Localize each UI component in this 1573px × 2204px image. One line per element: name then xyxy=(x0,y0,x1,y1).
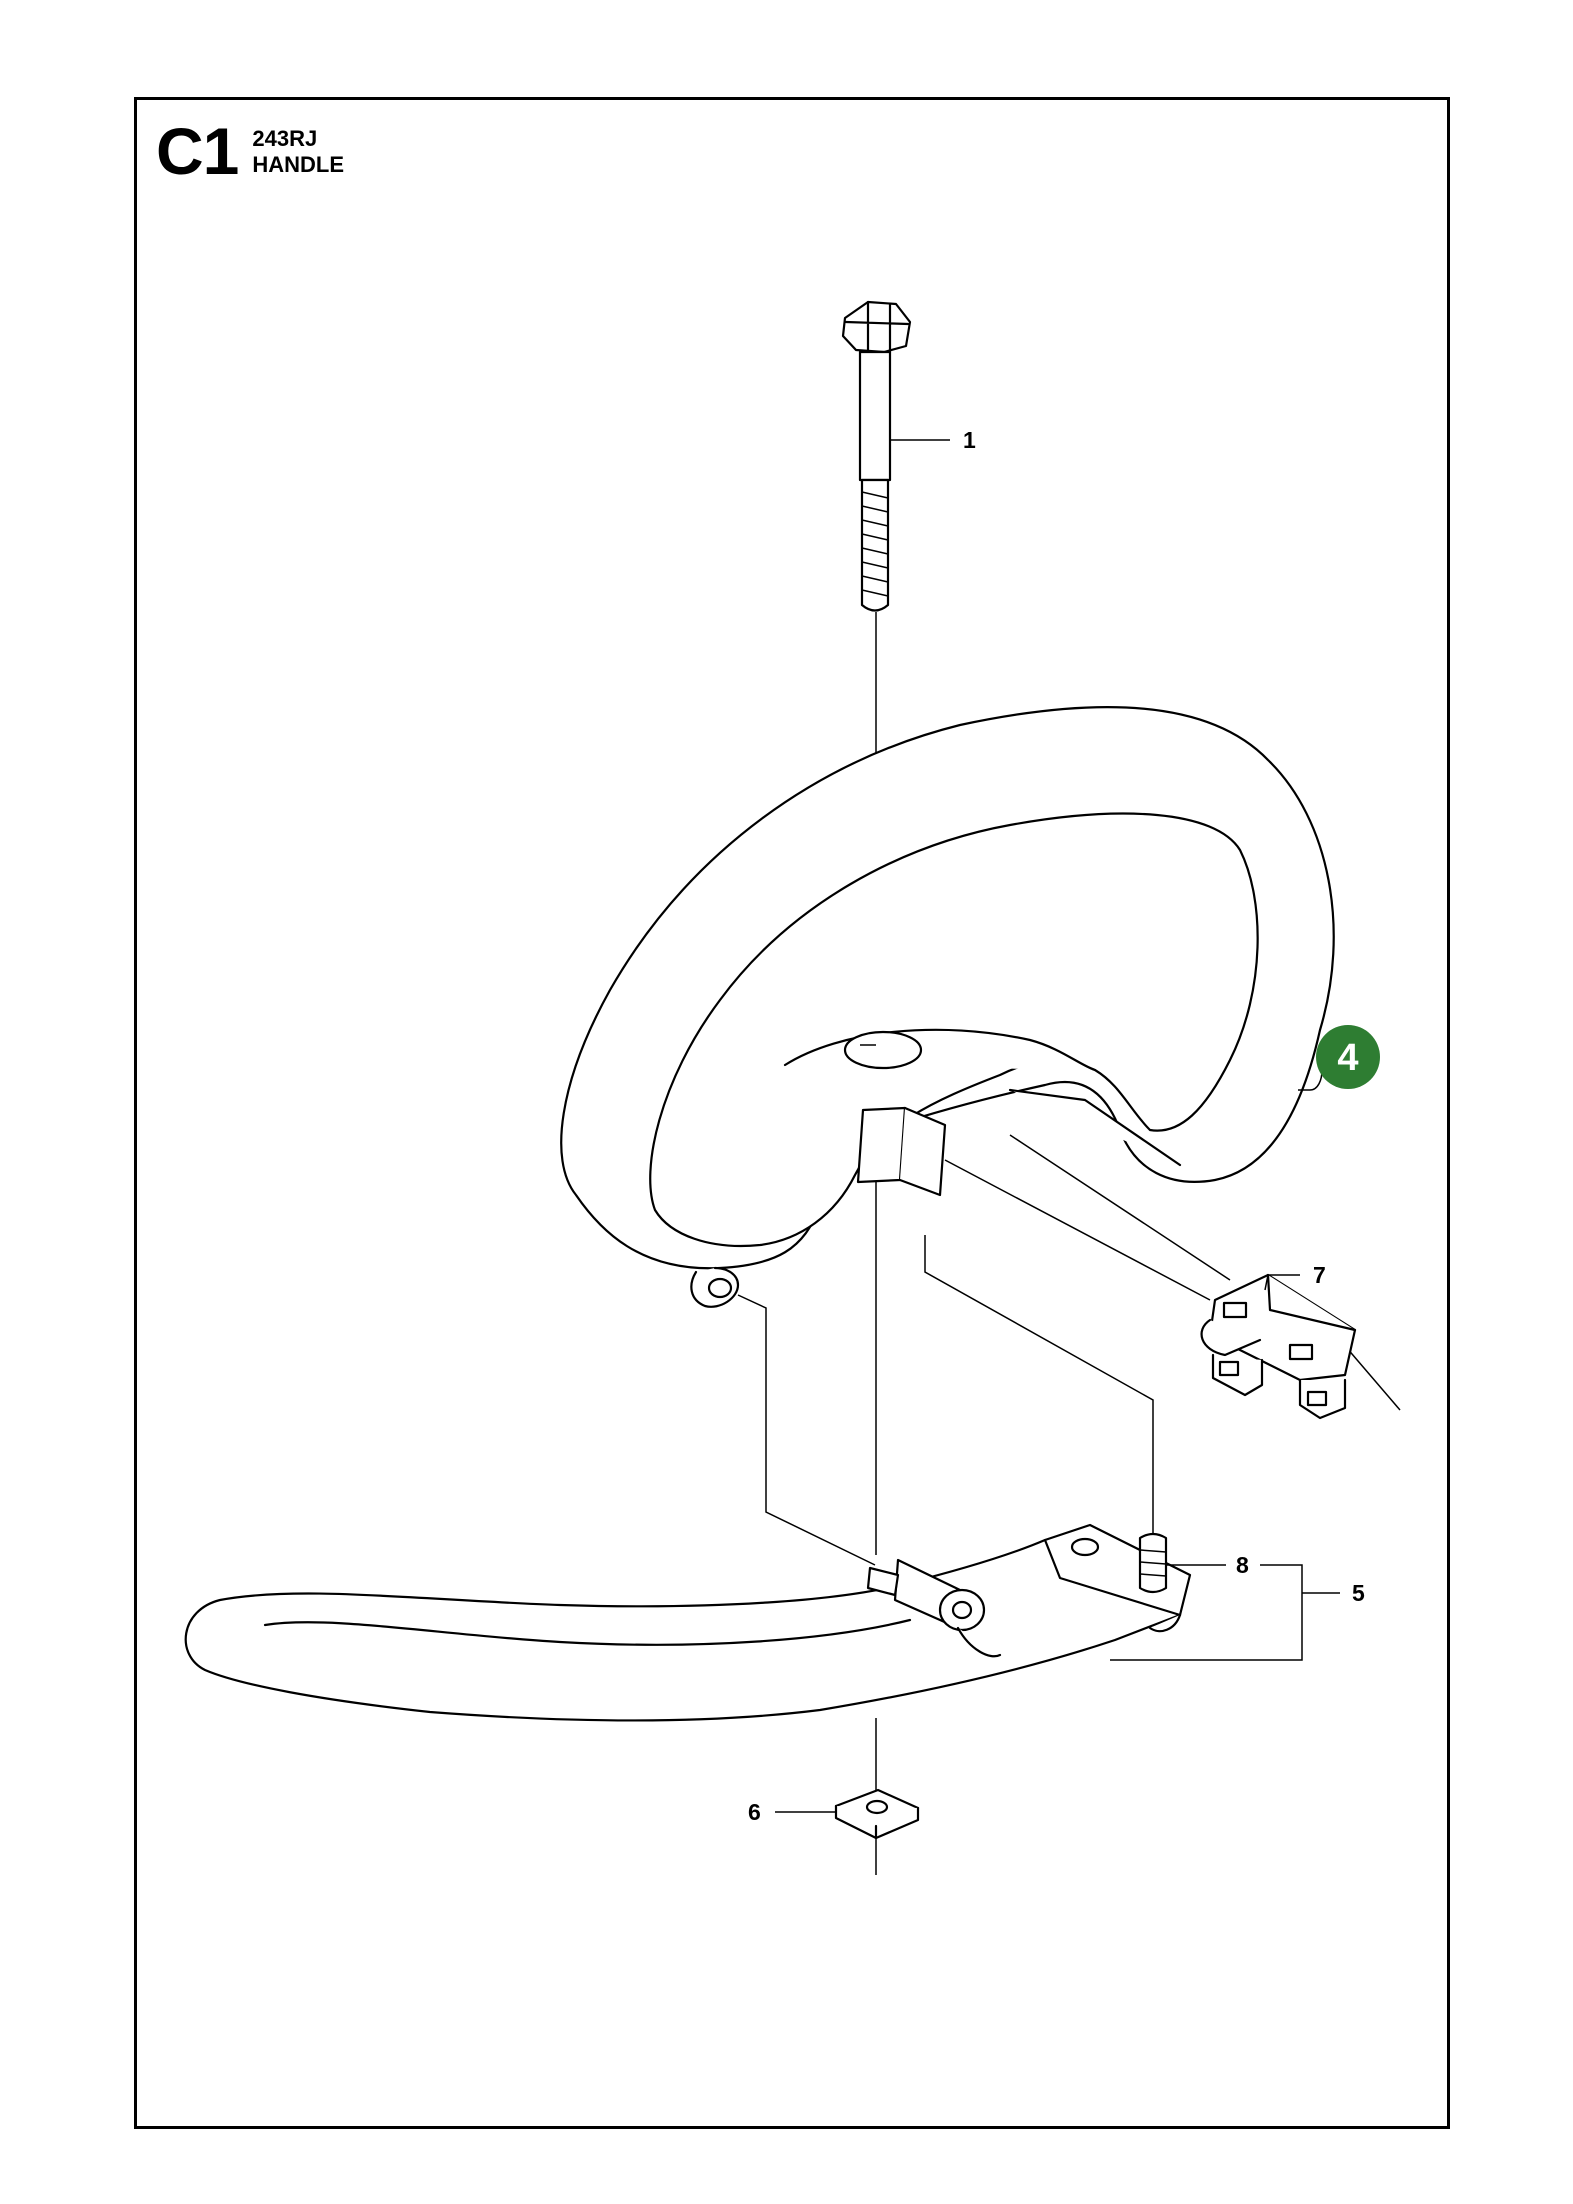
callout-6: 6 xyxy=(748,1799,761,1825)
part-support-handle[interactable] xyxy=(184,1523,1192,1722)
part-clamp[interactable] xyxy=(1200,1273,1357,1420)
part-bolt[interactable] xyxy=(841,300,912,612)
callout-4: 4 xyxy=(1337,1037,1358,1079)
page-frame xyxy=(134,97,1450,2129)
callout-5-bracket xyxy=(1110,1564,1340,1661)
callout-4-badge xyxy=(1316,1025,1380,1089)
title-block: 243RJ HANDLE xyxy=(252,126,344,178)
callout-5: 5 xyxy=(1352,1580,1365,1606)
diagram-header: C1 243RJ HANDLE xyxy=(156,118,344,184)
section-title: HANDLE xyxy=(252,152,345,177)
callout-7-leader xyxy=(1264,1274,1300,1291)
model-number: 243RJ xyxy=(252,126,318,151)
callout-7: 7 xyxy=(1313,1262,1326,1288)
callout-1: 1 xyxy=(963,427,976,453)
part-threaded-stud[interactable] xyxy=(1138,1532,1168,1594)
section-code: C1 xyxy=(156,114,239,188)
part-loop-handle[interactable] xyxy=(560,705,1335,1308)
part-square-nut[interactable] xyxy=(834,1788,920,1840)
leader-handle-to-support xyxy=(737,1294,876,1566)
callout-8: 8 xyxy=(1236,1552,1249,1578)
leader-rod-to-stud xyxy=(924,1235,1154,1535)
